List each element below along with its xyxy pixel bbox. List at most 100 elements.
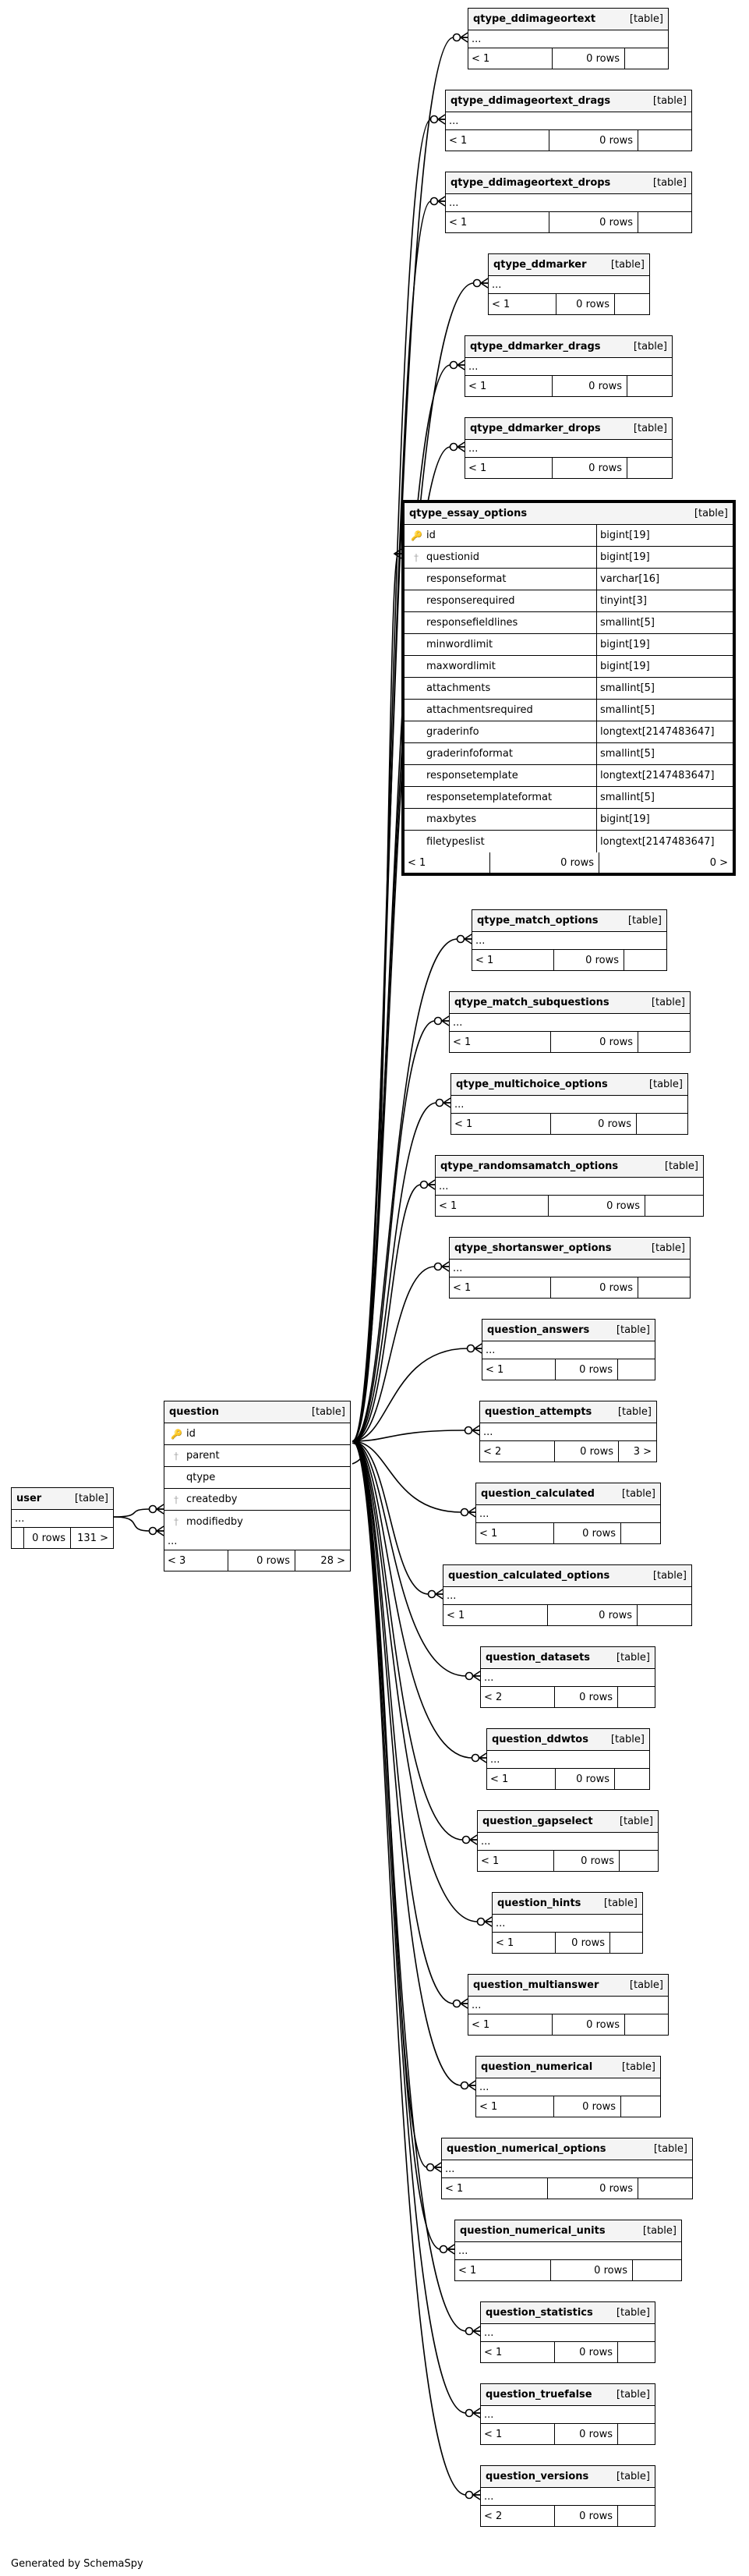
table-name: question_numerical_options [447, 2143, 606, 2155]
columns-ellipsis: ... [487, 1751, 649, 1769]
table-type: [table] [651, 1242, 685, 1254]
table-type: [table] [633, 341, 667, 353]
column-label: attachments [426, 682, 491, 694]
table-name: qtype_multichoice_options [456, 1079, 608, 1090]
table-header: question_truefalse[table] [481, 2384, 655, 2406]
optional-marker [464, 1426, 473, 1435]
table-user[interactable]: user [table] ... 0 rows 131 > [11, 1487, 114, 1549]
table-question-calculated-options[interactable]: question_calculated_options[table]...< 1… [443, 1564, 692, 1626]
table-type: [table] [619, 1816, 653, 1827]
footer-parents: < 1 [450, 1032, 551, 1052]
column-name: maxbytes [405, 809, 596, 830]
column-row[interactable]: †createdby [164, 1489, 350, 1511]
table-name: qtype_match_subquestions [454, 997, 609, 1008]
relationship-line [352, 1440, 492, 1922]
columns-ellipsis: ... [481, 2488, 655, 2506]
many-marker [446, 2244, 455, 2255]
column-row[interactable]: maxbytes bigint[19] [405, 809, 733, 831]
column-label: responsetemplateformat [426, 792, 553, 803]
table-name: question_calculated [481, 1488, 595, 1500]
table-type: [table] [610, 259, 645, 271]
column-label: modifiedby [186, 1515, 243, 1528]
column-row[interactable]: †parent [164, 1445, 350, 1467]
footer-parents: < 1 [493, 1933, 556, 1953]
columns-ellipsis: ... [446, 112, 691, 130]
footer-children [637, 1114, 687, 1134]
columns-ellipsis: ... [493, 1915, 642, 1933]
table-header: user [table] [12, 1488, 113, 1510]
relationship-line [352, 1184, 435, 1442]
column-type: bigint[19] [596, 809, 733, 830]
footer-children: 131 > [77, 1532, 108, 1544]
column-row[interactable]: 🔑id [164, 1423, 350, 1445]
many-marker [436, 196, 446, 207]
columns-ellipsis: ... [446, 194, 691, 212]
relationship-line [352, 1442, 364, 1465]
column-label: maxbytes [426, 813, 477, 825]
table-type: [table] [664, 1160, 698, 1172]
many-marker [459, 1998, 468, 2009]
table-name: qtype_ddmarker_drops [470, 423, 601, 434]
optional-marker [435, 1098, 444, 1107]
table-name: qtype_ddimageortext_drags [450, 95, 611, 107]
column-row[interactable]: †modifiedby [164, 1511, 350, 1532]
relationship-line [352, 1440, 477, 1841]
table-header: question_numerical_units[table] [455, 2220, 681, 2242]
table-type: [table] [74, 1493, 108, 1504]
table-name: question_datasets [486, 1652, 591, 1664]
optional-marker [449, 442, 458, 452]
column-row[interactable]: qtype [164, 1467, 350, 1489]
footer-children [618, 2342, 655, 2362]
many-marker [456, 441, 465, 452]
relationship-line [352, 1102, 450, 1442]
relationship-line [352, 1266, 449, 1442]
table-qtype-randomsamatch-options[interactable]: qtype_randomsamatch_options[table]...< 1… [435, 1155, 704, 1217]
relationship-line [352, 1440, 454, 2250]
